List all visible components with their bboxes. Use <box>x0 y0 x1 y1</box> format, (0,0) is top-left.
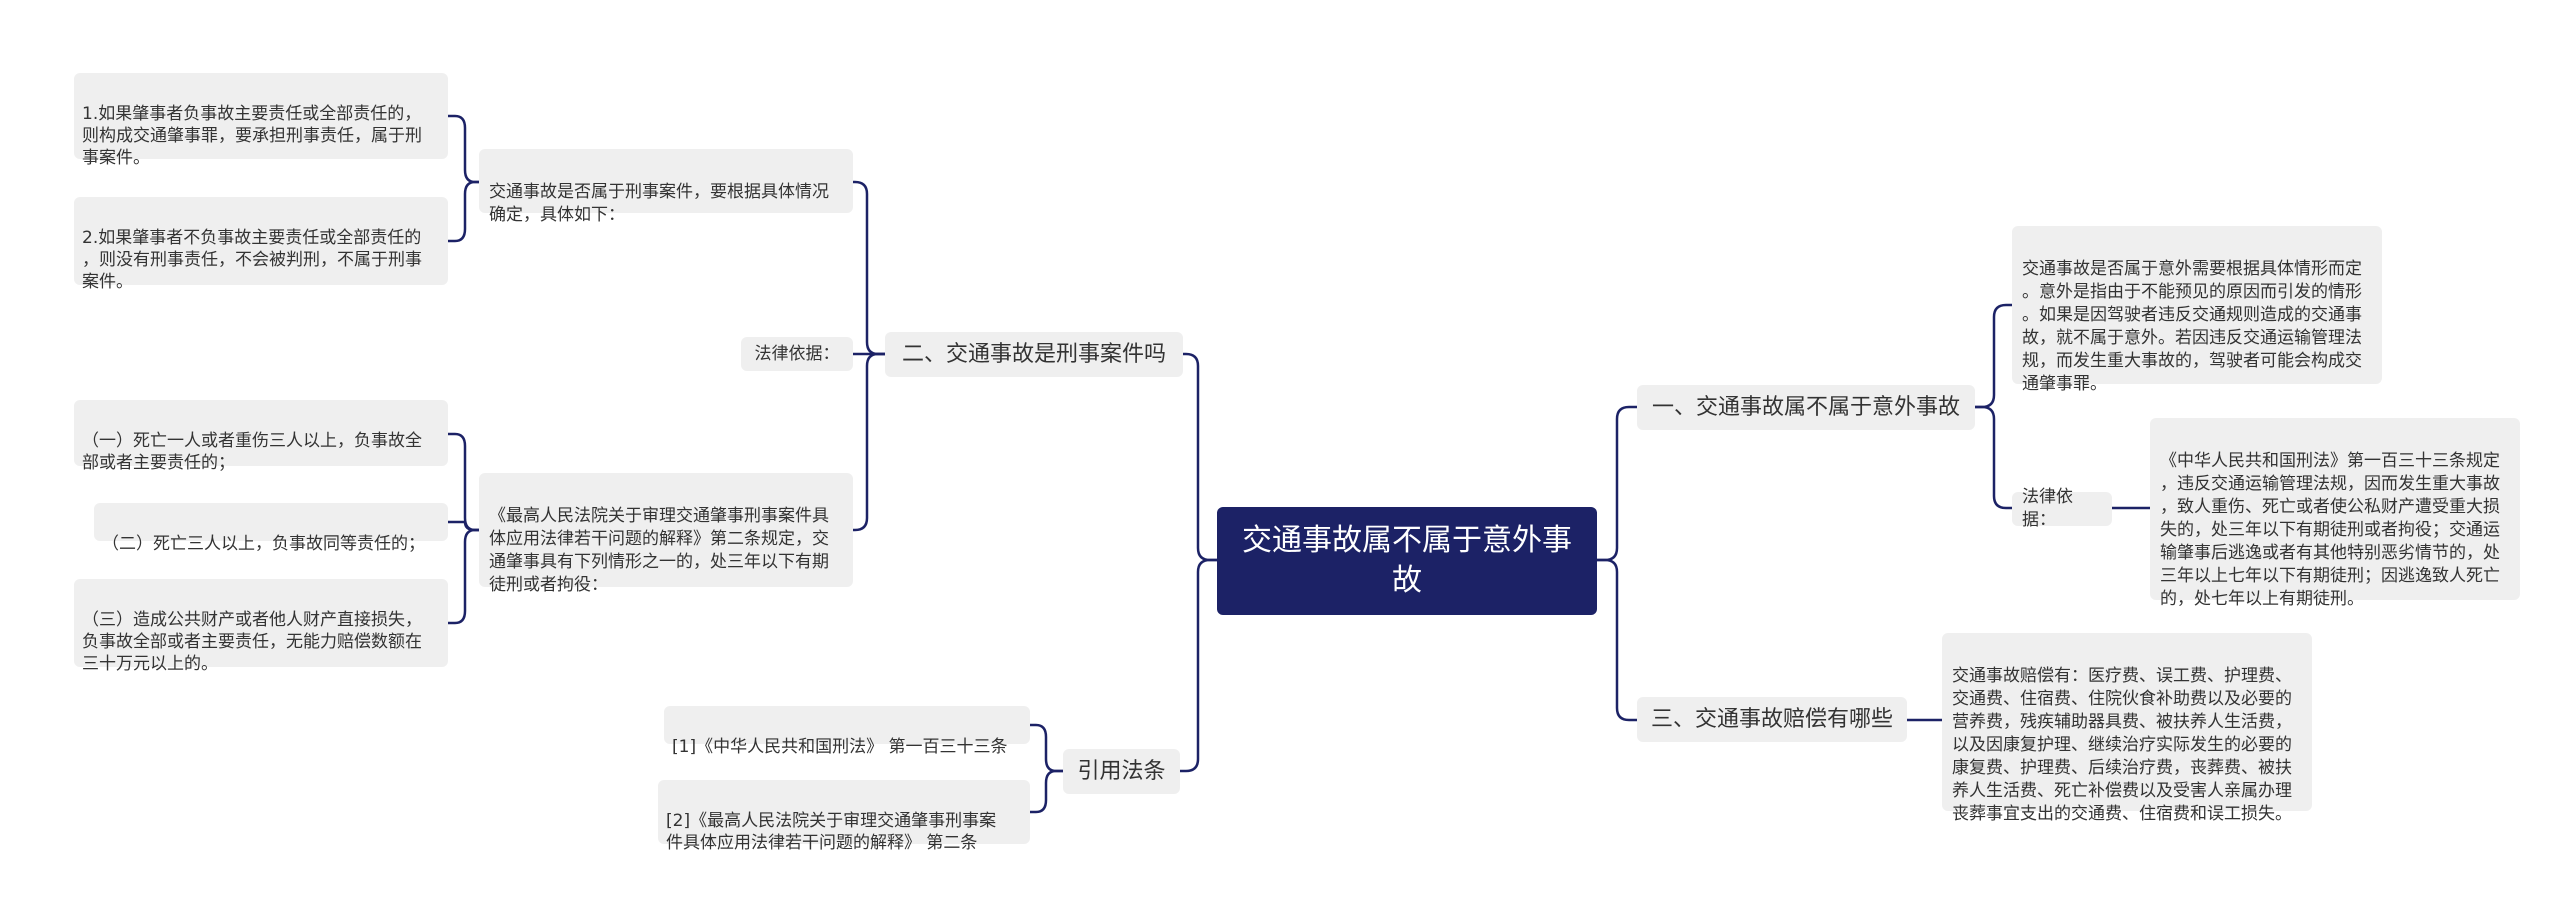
link-b1-note <box>1973 303 2014 409</box>
leaf-case-three[interactable]: （三）造成公共财产或者他人财产直接损失， 负事故全部或者主要责任，无能力赔偿数额… <box>74 579 448 674</box>
link-b4-item1 <box>1028 723 1065 773</box>
citation-judicial-interpretation[interactable]: [2]《最高人民法院关于审理交通肇事刑事案 件具体应用法律若干问题的解释》 第二… <box>658 780 1030 853</box>
note-compensation-items[interactable]: 交通事故赔偿有：医疗费、误工费、护理费、 交通费、住宿费、住院伙食补助费以及必要… <box>1942 633 2312 824</box>
leaf-no-main-responsibility[interactable]: 2.如果肇事者不负事故主要责任或全部责任的 ，则没有刑事责任，不会被判刑，不属于… <box>74 197 448 292</box>
leaf-main-responsibility[interactable]: 1.如果肇事者负事故主要责任或全部责任的， 则构成交通肇事罪，要承担刑事责任，属… <box>74 73 448 168</box>
branch-accident-vs-unexpected[interactable]: 一、交通事故属不属于意外事故 <box>1637 385 1975 430</box>
branch-cited-laws[interactable]: 引用法条 <box>1063 749 1180 794</box>
link-b2-sub3 <box>851 352 887 532</box>
leaf-text: （三）造成公共财产或者他人财产直接损失， 负事故全部或者主要责任，无能力赔偿数额… <box>82 610 422 674</box>
root-topic-text: 交通事故属不属于意外事 故 <box>1242 523 1572 598</box>
legal-basis-label-right[interactable]: 法律依据： <box>2012 487 2112 530</box>
leaf-case-two[interactable]: （二）死亡三人以上，负事故同等责任的； <box>94 503 448 554</box>
note-judicial-interpretation[interactable]: 《最高人民法院关于审理交通肇事刑事案件具 体应用法律若干问题的解释》第二条规定，… <box>479 473 853 595</box>
legal-basis-text: 法律依据： <box>754 343 840 364</box>
link-root-b3 <box>1595 558 1639 722</box>
leaf-case-one[interactable]: （一）死亡一人或者重伤三人以上，负事故全 部或者主要责任的； <box>74 400 448 473</box>
legal-basis-label-left[interactable]: 法律依据： <box>741 337 853 371</box>
branch-label: 引用法条 <box>1077 758 1166 784</box>
note-text: 《最高人民法院关于审理交通肇事刑事案件具 体应用法律若干问题的解释》第二条规定，… <box>489 506 829 595</box>
note-text: 《中华人民共和国刑法》第一百三十三条规定 ，违反交通运输管理法规，因而发生重大事… <box>2160 451 2500 609</box>
note-depends-on-situation[interactable]: 交通事故是否属于刑事案件，要根据具体情况 确定，具体如下： <box>479 149 853 225</box>
link-root-b4 <box>1178 558 1219 773</box>
note-text: 交通事故是否属于刑事案件，要根据具体情况 确定，具体如下： <box>489 182 829 225</box>
link-sub3-item3 <box>446 528 481 625</box>
note-unexpected-explanation[interactable]: 交通事故是否属于意外需要根据具体情形而定 。意外是指由于不能预见的原因而引发的情… <box>2012 226 2382 394</box>
leaf-text: 2.如果肇事者不负事故主要责任或全部责任的 ，则没有刑事责任，不会被判刑，不属于… <box>82 228 422 292</box>
leaf-text: （一）死亡一人或者重伤三人以上，负事故全 部或者主要责任的； <box>82 431 422 473</box>
branch-label: 二、交通事故是刑事案件吗 <box>901 341 1166 367</box>
link-root-b1 <box>1595 405 1639 562</box>
link-sub1-item2 <box>446 180 481 243</box>
branch-label: 一、交通事故属不属于意外事故 <box>1651 394 1960 420</box>
note-criminal-law-133[interactable]: 《中华人民共和国刑法》第一百三十三条规定 ，违反交通运输管理法规，因而发生重大事… <box>2150 418 2520 609</box>
leaf-text: （二）死亡三人以上，负事故同等责任的； <box>102 534 425 554</box>
branch-label: 三、交通事故赔偿有哪些 <box>1651 706 1894 732</box>
link-b4-item2 <box>1028 769 1065 814</box>
link-b1-basis <box>1973 405 2014 510</box>
branch-is-criminal-case[interactable]: 二、交通事故是刑事案件吗 <box>885 332 1183 377</box>
link-sub3-item1 <box>446 432 481 532</box>
leaf-text: [2]《最高人民法院关于审理交通肇事刑事案 件具体应用法律若干问题的解释》 第二… <box>666 811 997 853</box>
branch-compensation[interactable]: 三、交通事故赔偿有哪些 <box>1637 697 1907 742</box>
leaf-text: 1.如果肇事者负事故主要责任或全部责任的， 则构成交通肇事罪，要承担刑事责任，属… <box>82 104 422 168</box>
link-sub1-item1 <box>446 114 481 184</box>
link-b2-sub1 <box>851 180 887 356</box>
root-topic[interactable]: 交通事故属不属于意外事 故 <box>1217 507 1597 615</box>
note-text: 交通事故是否属于意外需要根据具体情形而定 。意外是指由于不能预见的原因而引发的情… <box>2022 259 2362 394</box>
leaf-text: [1]《中华人民共和国刑法》 第一百三十三条 <box>672 737 1008 757</box>
link-root-b2 <box>1178 352 1219 562</box>
citation-criminal-law[interactable]: [1]《中华人民共和国刑法》 第一百三十三条 <box>664 706 1030 757</box>
note-text: 交通事故赔偿有：医疗费、误工费、护理费、 交通费、住宿费、住院伙食补助费以及必要… <box>1952 666 2292 824</box>
legal-basis-text: 法律依据： <box>2022 487 2073 530</box>
